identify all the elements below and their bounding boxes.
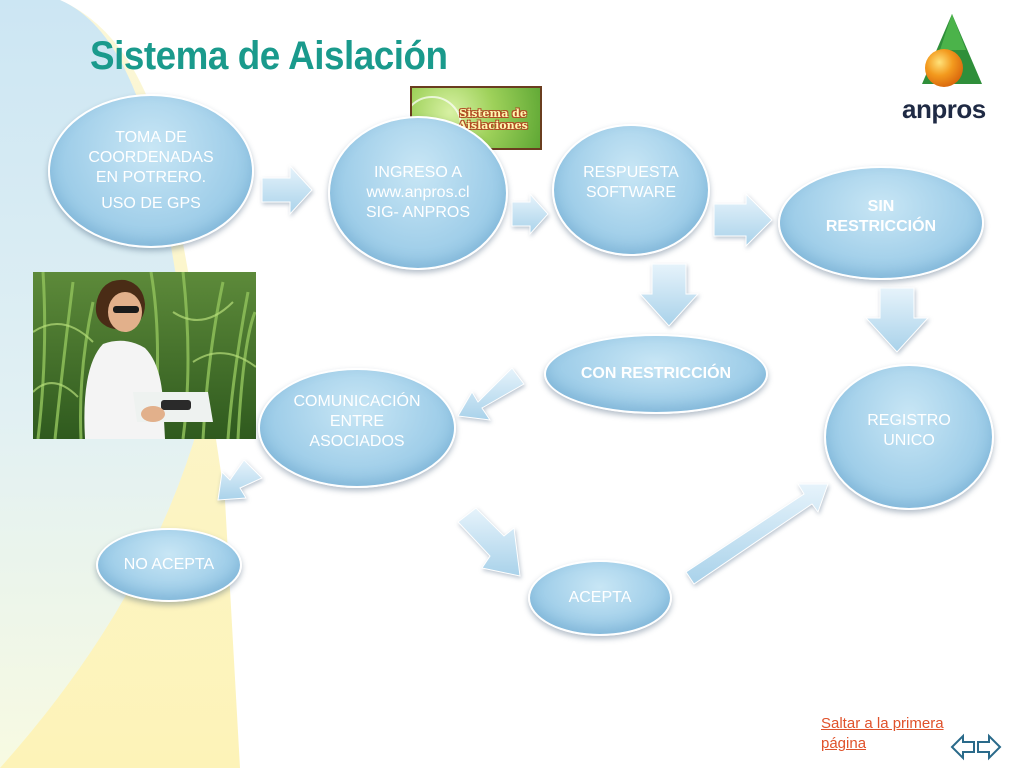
node-respuesta-software: RESPUESTA SOFTWARE	[552, 124, 710, 256]
node-no-acepta: NO ACEPTA	[96, 528, 242, 602]
node-registro-unico: REGISTRO UNICO	[824, 364, 994, 510]
node-acepta: ACEPTA	[528, 560, 672, 636]
nav-arrows-icon[interactable]	[950, 732, 1002, 762]
page-title: Sistema de Aislación	[90, 34, 448, 78]
node-toma-coordenadas: TOMA DE COORDENADAS EN POTRERO. USO DE G…	[48, 94, 254, 248]
node-sin-restriccion: SIN RESTRICCIÓN	[778, 166, 984, 280]
anpros-logo-text: anpros	[902, 94, 986, 124]
node-comunicacion-asociados: COMUNICACIÓN ENTRE ASOCIADOS	[258, 368, 456, 488]
anpros-logo-icon	[922, 14, 982, 87]
node-con-restriccion: CON RESTRICCIÓN	[544, 334, 768, 414]
corn-field-photo	[33, 272, 256, 439]
badge-line1: Sistema de	[459, 107, 527, 120]
node-ingreso-anpros: INGRESO A www.anpros.cl SIG- ANPROS	[328, 116, 508, 270]
badge-line2: Aislaciones	[458, 119, 528, 132]
first-page-link[interactable]: Saltar a la primera página	[821, 715, 944, 752]
